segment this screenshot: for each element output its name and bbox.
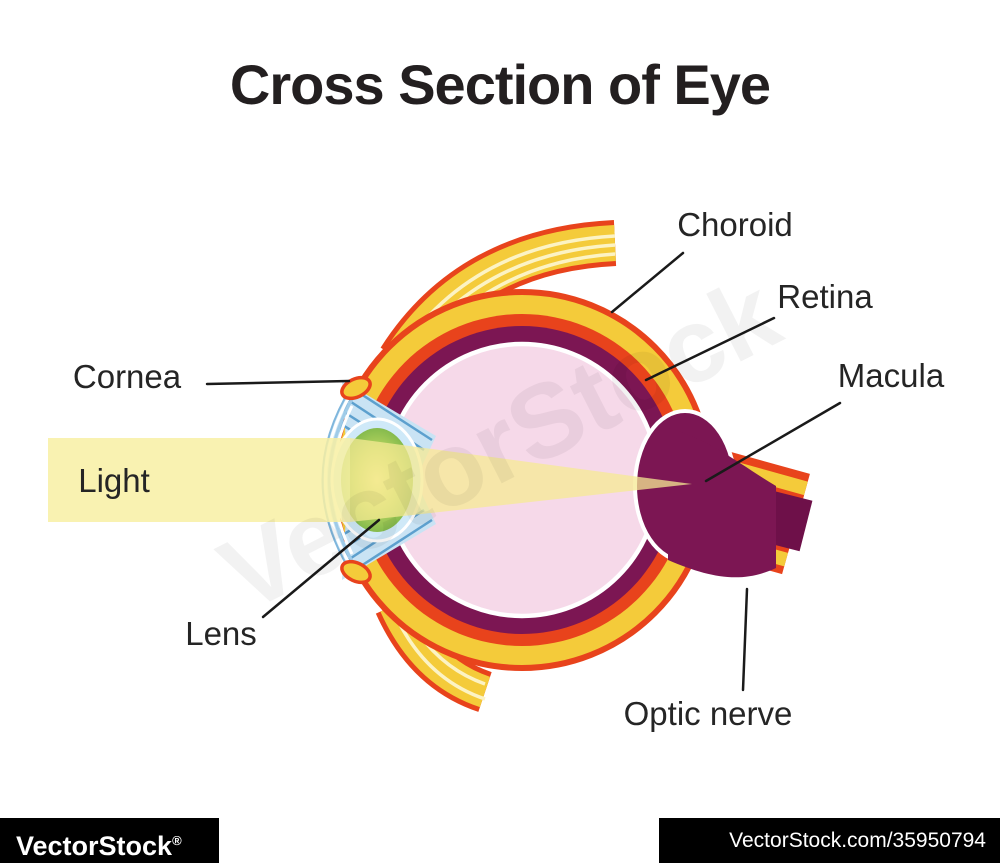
sclera-lips bbox=[340, 375, 372, 585]
retina-pointer-line bbox=[644, 316, 776, 382]
cornea-pointer-line bbox=[205, 379, 351, 386]
label-cornea: Cornea bbox=[72, 358, 182, 395]
pointer-lines bbox=[205, 251, 842, 692]
lens-pointer-line bbox=[261, 518, 381, 619]
vectorstock-logo: VectorStock® bbox=[0, 818, 219, 863]
label-macula: Macula bbox=[837, 357, 945, 394]
label-lens: Lens bbox=[185, 615, 257, 652]
light-beam bbox=[48, 438, 692, 522]
macula-pointer-line bbox=[704, 401, 842, 483]
label-optic-nerve: Optic nerve bbox=[623, 695, 793, 732]
image-credit: VectorStock.com/35950794 bbox=[659, 818, 1000, 863]
page-title: Cross Section of Eye bbox=[229, 53, 771, 116]
label-retina: Retina bbox=[777, 278, 873, 315]
footer-brand: VectorStock bbox=[16, 831, 173, 861]
label-choroid: Choroid bbox=[677, 206, 793, 243]
choroid-pointer-line bbox=[610, 251, 685, 314]
label-light: Light bbox=[78, 462, 150, 499]
nerve-junction bbox=[668, 428, 776, 578]
registered-mark: ® bbox=[172, 833, 182, 848]
optic-nerve-pointer-line bbox=[741, 587, 749, 692]
